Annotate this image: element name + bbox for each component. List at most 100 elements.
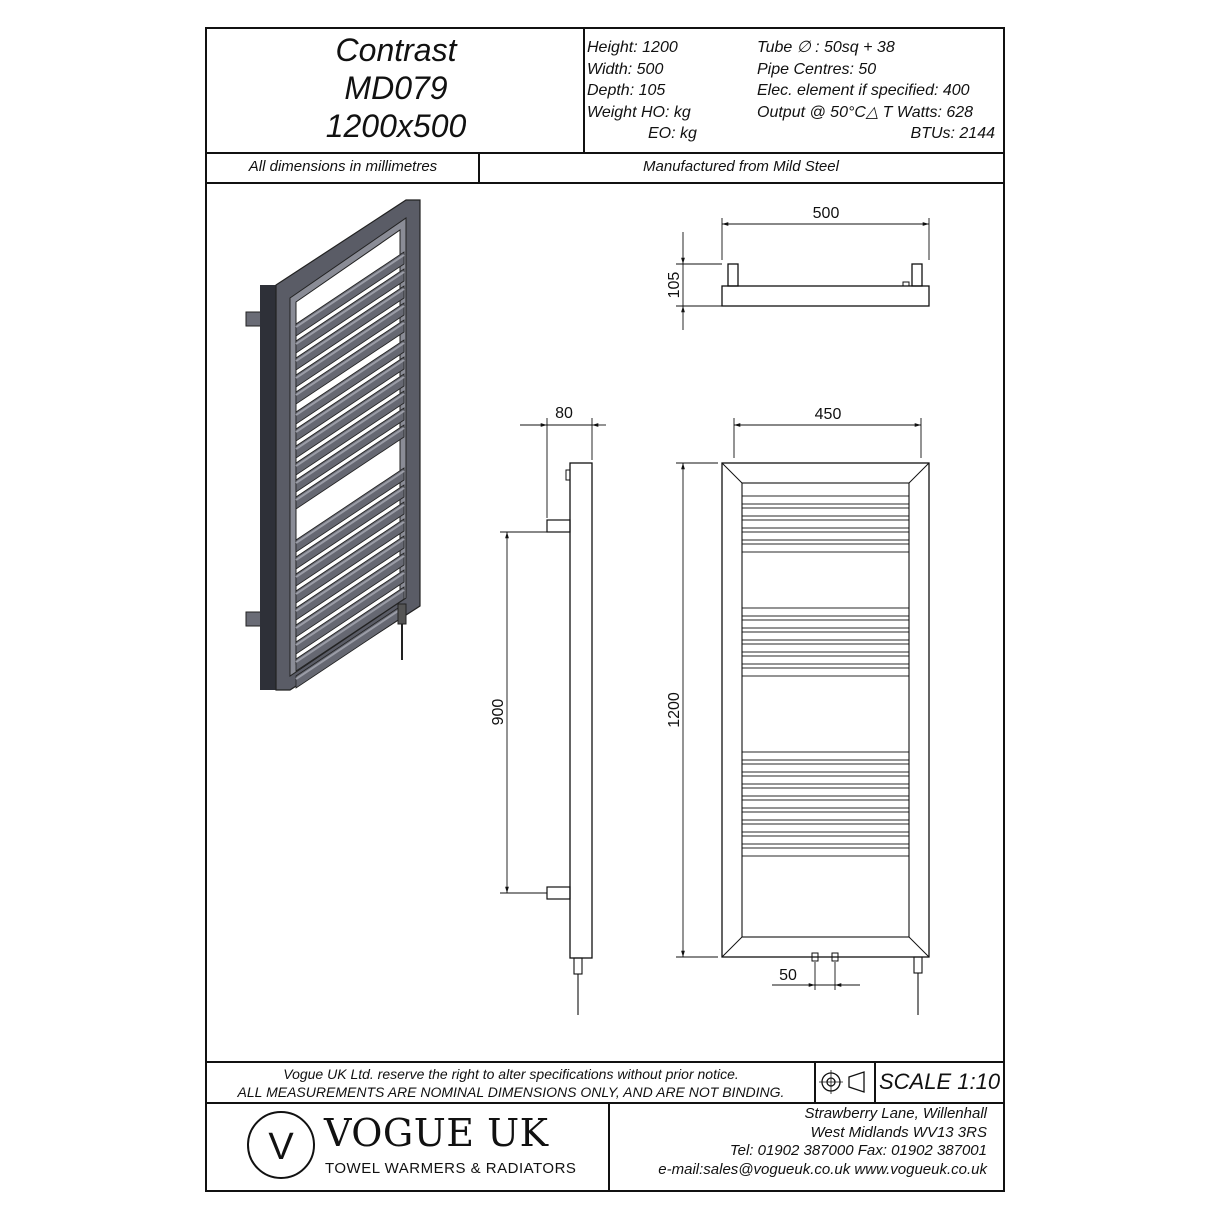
front-bar <box>741 495 910 505</box>
front-bar <box>741 763 910 773</box>
front-bar <box>741 631 910 641</box>
iso-tube-highlight <box>295 504 405 578</box>
front-bar <box>741 799 910 809</box>
iso-tube-highlight <box>295 376 405 450</box>
spec-weight-ho: Weight HO: kg <box>587 104 691 121</box>
side-view-bracket-bottom <box>546 886 571 900</box>
vogue-logo-icon: V <box>247 1111 315 1179</box>
iso-tube-highlight <box>295 322 405 396</box>
isometric-radiator-view <box>245 199 421 691</box>
footer-rule-2 <box>207 1102 1003 1104</box>
front-bar <box>741 543 910 553</box>
header-divider <box>478 153 480 183</box>
top-view-bracket-left <box>727 263 739 287</box>
product-size: 1200x500 <box>325 108 467 144</box>
notice-line-2: ALL MEASUREMENTS ARE NOMINAL DIMENSIONS … <box>237 1084 785 1100</box>
side-view-body <box>569 462 593 959</box>
side-view-cap <box>565 469 571 481</box>
dim-1200-label: 1200 <box>666 692 683 728</box>
front-element-head <box>913 956 923 974</box>
header-rule-1 <box>207 152 1003 154</box>
spec-pipe-centres: Pipe Centres: 50 <box>757 61 877 78</box>
footer-divider-1 <box>814 1061 816 1103</box>
logo-letter: V <box>268 1126 294 1168</box>
front-bevel-br <box>908 936 930 958</box>
iso-valve <box>397 603 407 625</box>
front-bar <box>741 619 910 629</box>
product-code: MD079 <box>344 70 448 106</box>
iso-tube-highlight <box>295 521 405 595</box>
front-bar <box>741 847 910 857</box>
iso-tube-highlight <box>295 470 405 544</box>
dim-500-label: 500 <box>813 205 840 222</box>
spec-output: Output @ 50°C△ T Watts: 628 <box>757 104 974 121</box>
front-valve-left <box>811 952 819 962</box>
dim-80-label: 80 <box>555 405 573 422</box>
front-bar <box>741 655 910 665</box>
iso-tube-highlight <box>295 393 405 467</box>
top-view-valve <box>902 281 910 287</box>
iso-tube-highlight <box>295 572 405 646</box>
spec-elec-element: Elec. element if specified: 400 <box>757 82 970 99</box>
footer-rule-1 <box>207 1061 1003 1063</box>
front-bar <box>741 811 910 821</box>
front-bar <box>741 667 910 677</box>
logo-tagline: TOWEL WARMERS & RADIATORS <box>325 1160 577 1177</box>
dim-900-label: 900 <box>490 699 507 726</box>
iso-tube-highlight <box>295 271 405 345</box>
top-view: 500 105 <box>666 205 930 330</box>
iso-tube-highlight <box>295 410 405 484</box>
front-bar <box>741 643 910 653</box>
front-bar <box>741 775 910 785</box>
address-line-1: Strawberry Lane, Willenhall <box>804 1105 987 1122</box>
iso-tube-highlight <box>295 359 405 433</box>
scale-label: SCALE 1:10 <box>879 1069 1001 1094</box>
material-note: Manufactured from Mild Steel <box>643 158 839 175</box>
front-bar <box>741 531 910 541</box>
logo-name: VOGUE UK <box>324 1111 549 1155</box>
spec-btus: BTUs: 2144 <box>910 125 995 142</box>
front-bar <box>741 519 910 529</box>
iso-tube-highlight <box>295 606 405 680</box>
front-bevel-bl <box>721 936 743 958</box>
notice-line-1: Vogue UK Ltd. reserve the right to alter… <box>283 1066 739 1082</box>
projection-symbol-icon <box>819 1070 865 1094</box>
spec-depth: Depth: 105 <box>587 82 666 99</box>
iso-tube-highlight <box>295 254 405 328</box>
spec-height: Height: 1200 <box>587 39 678 56</box>
address-line-3: Tel: 01902 387000 Fax: 01902 387001 <box>729 1142 987 1159</box>
iso-frame-side <box>260 285 276 690</box>
spec-tube: Tube ∅ : 50sq + 38 <box>757 39 895 56</box>
iso-tube-highlight <box>295 589 405 663</box>
front-bar <box>741 507 910 517</box>
front-bar <box>741 787 910 797</box>
notice: Vogue UK Ltd. reserve the right to alter… <box>207 1065 815 1101</box>
iso-tubes <box>295 251 405 689</box>
front-bars <box>741 495 910 857</box>
front-bar <box>741 835 910 845</box>
footer-divider-2 <box>874 1061 876 1103</box>
iso-tube-highlight <box>295 555 405 629</box>
drawing-sheet: Contrast MD079 1200x500 Height: 1200 Wid… <box>205 27 1005 1192</box>
address-line-4: e-mail:sales@vogueuk.co.uk www.vogueuk.c… <box>658 1160 987 1178</box>
side-view-bracket-top <box>546 519 571 533</box>
dim-50-label: 50 <box>779 967 797 984</box>
title-block: Contrast MD079 1200x500 <box>207 29 585 154</box>
front-bevel-tr <box>908 462 930 484</box>
side-view-valve <box>573 957 583 975</box>
spec-width: Width: 500 <box>587 61 664 78</box>
iso-tube-highlight <box>295 538 405 612</box>
front-view-inner <box>741 482 910 938</box>
dim-450-label: 450 <box>815 406 842 423</box>
iso-tube-highlight <box>295 342 405 416</box>
header-rule-2 <box>207 182 1003 184</box>
front-bar <box>741 751 910 761</box>
dim-105-label: 105 <box>666 272 683 299</box>
address-block: Strawberry Lane, Willenhall West Midland… <box>658 1105 987 1179</box>
front-valve-right <box>831 952 839 962</box>
front-bar <box>741 823 910 833</box>
front-view-outer <box>721 462 930 958</box>
spec-weight-eo: EO: kg <box>648 125 697 142</box>
front-view: 450 1200 50 <box>666 406 930 1015</box>
